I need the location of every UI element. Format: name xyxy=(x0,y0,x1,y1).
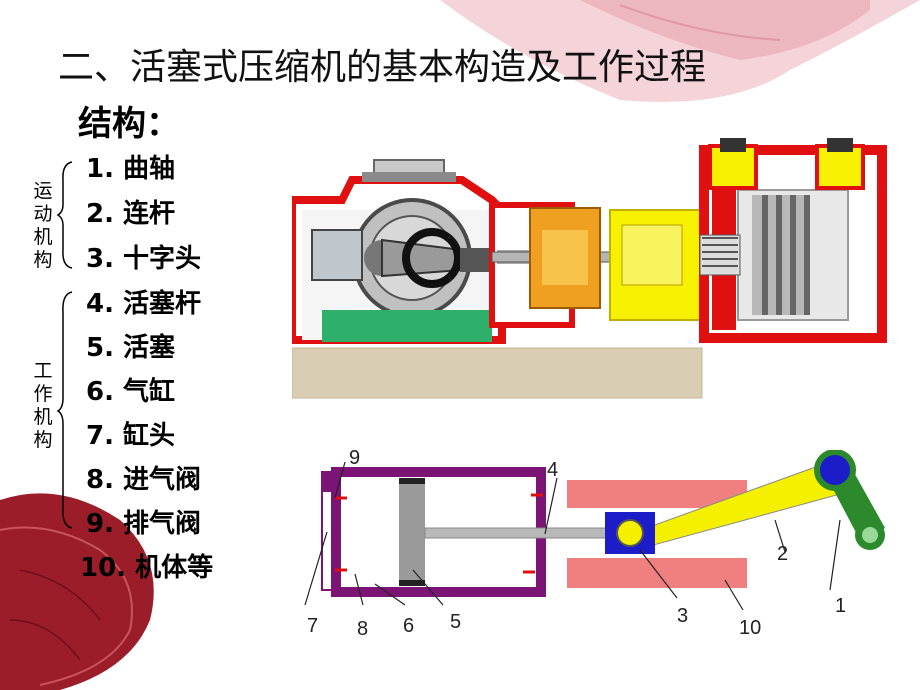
group-label-working: 工作机构 xyxy=(33,360,53,451)
list-item-body: 10. 机体等 xyxy=(80,553,214,583)
diagram-label-1: 1 xyxy=(835,595,846,617)
list-item-cylinder: 6. 气缸 xyxy=(86,377,176,407)
diagram-label-4: 4 xyxy=(547,459,558,481)
diagram-label-7: 7 xyxy=(307,615,318,637)
list-item-cylinder-head: 7. 缸头 xyxy=(86,421,176,451)
structure-heading: 结构： xyxy=(78,104,180,144)
diagram-label-3: 3 xyxy=(677,605,688,627)
diagram-label-6: 6 xyxy=(403,615,414,637)
list-item-piston: 5. 活塞 xyxy=(86,333,176,363)
list-item-intake-valve: 8. 进气阀 xyxy=(86,465,202,495)
page-title: 二、活塞式压缩机的基本构造及工作过程 xyxy=(58,47,707,88)
diagram-label-5: 5 xyxy=(450,611,461,633)
list-item-connecting-rod: 2. 连杆 xyxy=(86,199,176,229)
diagram-label-8: 8 xyxy=(357,618,368,640)
list-item-crankshaft: 1. 曲轴 xyxy=(86,154,176,184)
list-item-exhaust-valve: 9. 排气阀 xyxy=(86,509,202,539)
list-item-piston-rod: 4. 活塞杆 xyxy=(86,289,202,319)
group-label-motion: 运动机构 xyxy=(33,180,53,271)
compressor-schematic-diagram: 9 4 2 7 8 6 5 3 10 1 xyxy=(304,450,885,640)
diagram-label-10: 10 xyxy=(739,617,761,639)
diagram-label-9: 9 xyxy=(349,450,360,469)
top-leaf-decoration xyxy=(440,0,920,102)
bottom-leaf-decoration xyxy=(0,493,154,690)
compressor-cutaway-illustration xyxy=(292,138,887,399)
diagram-label-2: 2 xyxy=(777,543,788,565)
list-item-crosshead: 3. 十字头 xyxy=(86,244,202,274)
brace-motion xyxy=(56,161,73,269)
brace-working xyxy=(56,291,73,529)
